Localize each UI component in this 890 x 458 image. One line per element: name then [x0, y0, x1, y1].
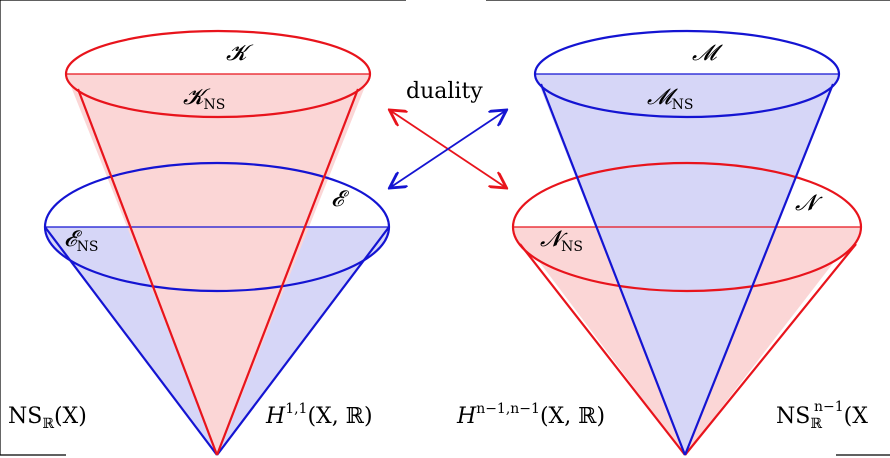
right-inner-cone-label: 𝓜 [692, 41, 723, 66]
left-space-h-label: H1,1(X, ℝ) [265, 401, 373, 429]
left-inner-cone-label: 𝓚 [226, 41, 254, 66]
left-inner-cone-edge-left [76, 88, 219, 456]
right-space-ns-label: NSℝn−1(X [776, 399, 868, 432]
left-outer-cone-label: 𝓔 [331, 187, 350, 212]
left-space-ns-label: NSℝ(X) [8, 404, 87, 432]
right-inner-cone-ns-label: 𝓜NS [647, 85, 693, 113]
right-figure: 𝓜 𝓜NS 𝓝 𝓝NS Hn−1,n−1(X, ℝ) NSℝn−1(X [456, 29, 868, 456]
right-space-h-label: Hn−1,n−1(X, ℝ) [456, 401, 605, 429]
right-inner-cone-edge-right [683, 83, 835, 456]
left-outer-cone-edge-right [216, 226, 390, 456]
left-figure: 𝓚 𝓚NS 𝓔 𝓔NS NSℝ(X) H1,1(X, ℝ) [8, 29, 391, 456]
duality-label: duality [406, 79, 483, 104]
right-outer-cone-edge-right [684, 243, 857, 456]
duality-arrows: duality [391, 79, 505, 187]
right-inner-cone-edge-left [539, 83, 687, 456]
right-outer-cone-edge-left [519, 243, 686, 456]
right-outer-cone-label: 𝓝 [795, 191, 823, 216]
blue-duality-arrow [391, 111, 505, 187]
left-outer-cone-edge-left [44, 226, 218, 456]
left-inner-cone-edge-right [215, 88, 360, 456]
right-outer-cone-ns-label: 𝓝NS [540, 227, 583, 255]
